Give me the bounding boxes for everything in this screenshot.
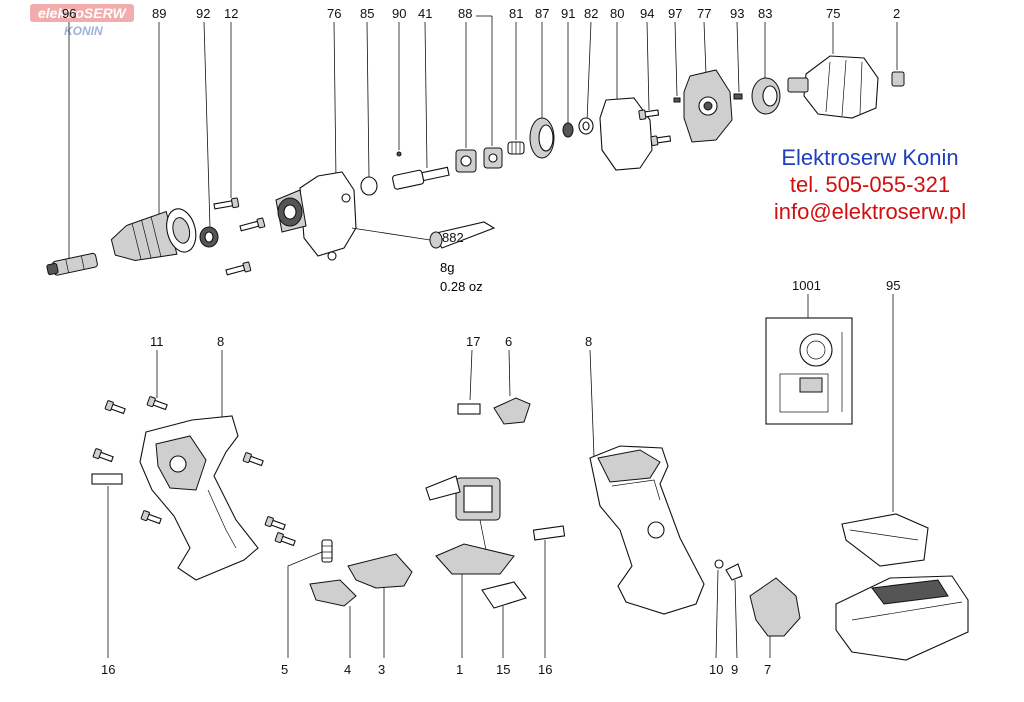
part-89-chuck-sleeve: [110, 208, 197, 261]
part-label-15: 15: [496, 662, 510, 677]
part-81-spring: [507, 141, 525, 155]
part-label-7: 7: [764, 662, 771, 677]
bottom-row-labels: 5 4 3 1 15 16 10 9 7: [281, 662, 771, 677]
watermark-brand: elektroSERW: [30, 4, 134, 22]
part-label-87: 87: [535, 6, 549, 21]
part-82-washer: [578, 117, 594, 135]
part-16-label-plate-mid: [532, 525, 566, 541]
part-16-label-plate-left: [91, 473, 123, 485]
part-label-81: 81: [509, 6, 523, 21]
part-90-pin: [396, 151, 402, 157]
contact-phone: tel. 505-055-321: [789, 172, 951, 197]
part-label-41: 41: [418, 6, 432, 21]
part-96-bit-holder: [46, 252, 98, 276]
part-1001-sticker: [765, 317, 853, 425]
top-row-labels: 96 89 92 12 76 85 90 41 88 81 87 91 82 8…: [62, 6, 900, 21]
part-label-88: 88: [458, 6, 472, 21]
grease-weight-g: 8g: [440, 260, 455, 275]
part-label-91: 91: [561, 6, 575, 21]
part-6-switch-cap: [493, 397, 531, 425]
part-label-85: 85: [360, 6, 374, 21]
part-label-75: 75: [826, 6, 840, 21]
part-label-16-left: 16: [101, 662, 115, 677]
part-label-95: 95: [886, 278, 900, 293]
part-83-bearing: [751, 77, 781, 115]
part-15-foil: [481, 581, 527, 609]
part-11-screws: [92, 396, 296, 547]
part-label-17: 17: [466, 334, 480, 349]
part-label-4: 4: [344, 662, 351, 677]
part-17-label: [457, 403, 481, 415]
part-label-16-mid: 16: [538, 662, 552, 677]
part-label-8-left: 8: [217, 334, 224, 349]
part-label-6: 6: [505, 334, 512, 349]
part-2-cap: [891, 71, 905, 87]
switch-labels: 17 6: [466, 334, 512, 401]
part-label-76: 76: [327, 6, 341, 21]
part-label-77: 77: [697, 6, 711, 21]
part-label-9: 9: [731, 662, 738, 677]
part-76-gear-housing: [275, 171, 357, 261]
part-label-3: 3: [378, 662, 385, 677]
part-7-belt-hook: [749, 577, 801, 637]
watermark-logo: elektroSERW KONIN: [30, 4, 160, 38]
bottom-leader-lines: [287, 540, 771, 659]
part-label-97: 97: [668, 6, 682, 21]
part-12-screws: [213, 197, 266, 276]
part-label-89: 89: [152, 6, 166, 21]
part-41-spindle: [392, 166, 450, 190]
left-housing-labels: 11 8: [150, 334, 224, 420]
part-10-ring: [714, 559, 724, 569]
part-1-switch: [425, 475, 515, 575]
part-88-clutch: [455, 147, 503, 173]
part-91-ring: [562, 122, 574, 138]
part-label-10: 10: [709, 662, 723, 677]
part-95-battery-plate: [841, 513, 929, 567]
part-94-screws: [638, 109, 672, 146]
grease-code: 882: [442, 230, 464, 245]
part-77-bearing-plate: [683, 69, 733, 143]
part-4-slider: [309, 579, 357, 607]
part-label-1: 1: [456, 662, 463, 677]
watermark-sub: KONIN: [64, 24, 103, 38]
contact-block: Elektroserw Konin tel. 505-055-321 info@…: [740, 144, 1000, 225]
part-label-8-right: 8: [585, 334, 592, 349]
part-92-nut: [199, 226, 219, 248]
part-label-83: 83: [758, 6, 772, 21]
part-label-5: 5: [281, 662, 288, 677]
part-label-93: 93: [730, 6, 744, 21]
part-label-1001: 1001: [792, 278, 821, 293]
part-87-gear: [529, 117, 555, 159]
part-97-pin: [673, 97, 681, 103]
part-9-clip: [725, 563, 743, 581]
part-label-82: 82: [584, 6, 598, 21]
part-label-12: 12: [224, 6, 238, 21]
contact-name: Elektroserw Konin: [781, 145, 959, 170]
part-8-left-half-housing: [139, 415, 259, 581]
part-label-80: 80: [610, 6, 624, 21]
grease-tube-882: 882: [351, 221, 496, 249]
grease-weight: 8g 0.28 oz: [440, 258, 483, 296]
part-5-spring: [321, 539, 333, 563]
part-label-90: 90: [392, 6, 406, 21]
part-label-2: 2: [893, 6, 900, 21]
top-leader-lines: [68, 15, 898, 262]
part-3-slider: [347, 553, 413, 589]
part-8-right-half-housing: [589, 445, 705, 615]
part-75-motor: [787, 55, 879, 119]
contact-email[interactable]: info@elektroserw.pl: [773, 199, 967, 224]
part-label-94: 94: [640, 6, 654, 21]
part-85-washer: [360, 176, 378, 196]
part-label-96: 96: [62, 6, 76, 21]
battery-pack: [835, 575, 969, 661]
grease-weight-oz: 0.28 oz: [440, 279, 483, 294]
part-93-screw: [733, 93, 743, 100]
part-80-gasket: [599, 97, 653, 171]
part-label-11: 11: [150, 334, 164, 349]
part-label-92: 92: [196, 6, 210, 21]
